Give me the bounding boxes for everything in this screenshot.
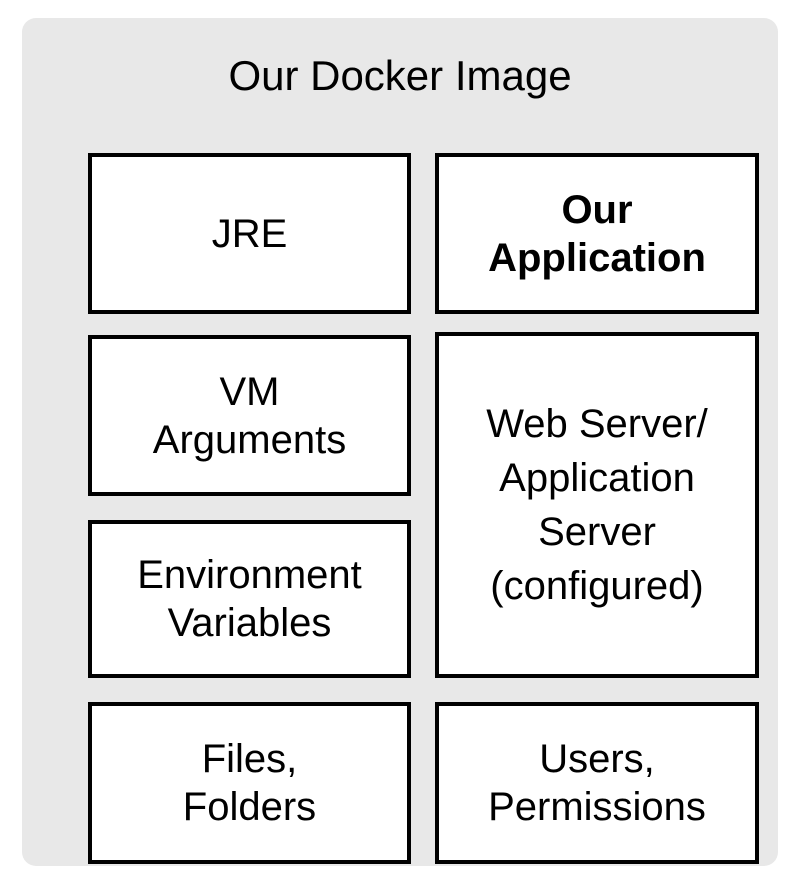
layer-box-vm-arguments: VM Arguments (88, 335, 411, 496)
layer-box-web-server-label: Web Server/ Application Server (configur… (486, 402, 708, 608)
layer-box-our-application: Our Application (435, 153, 759, 314)
layer-box-vm-arguments-label: VM Arguments (152, 369, 347, 462)
layer-box-files-folders: Files, Folders (88, 702, 411, 864)
docker-image-container: Our Docker Image JRE Our Application VM … (22, 18, 778, 866)
layer-box-our-application-label: Our Application (488, 187, 706, 280)
layer-box-environment-variables-label: Environment Variables (137, 553, 362, 645)
layer-box-users-permissions-label: Users, Permissions (488, 737, 706, 829)
layer-box-files-folders-label: Files, Folders (182, 737, 317, 829)
layer-box-environment-variables: Environment Variables (88, 520, 411, 678)
diagram-title: Our Docker Image (228, 52, 572, 99)
layer-box-jre: JRE (88, 153, 411, 314)
layer-box-web-server: Web Server/ Application Server (configur… (435, 332, 759, 678)
layer-box-users-permissions: Users, Permissions (435, 702, 759, 864)
layer-box-jre-label: JRE (211, 211, 288, 256)
